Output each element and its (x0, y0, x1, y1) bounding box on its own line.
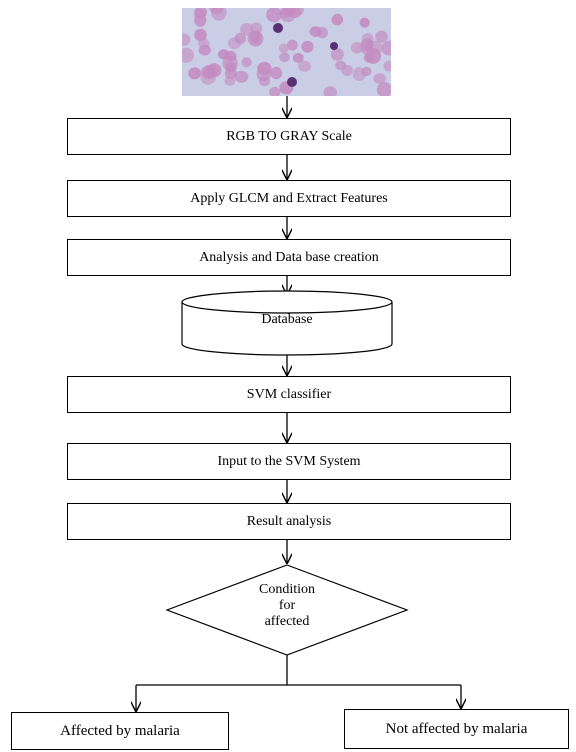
blood-cell (270, 66, 283, 80)
step-svm-classifier: SVM classifier (67, 376, 511, 413)
blood-smear-image (182, 8, 391, 96)
step-result-analysis-label: Result analysis (246, 513, 332, 529)
blood-cell (381, 40, 391, 56)
step-analysis-database-label: Analysis and Data base creation (199, 249, 379, 265)
blood-cell (288, 8, 302, 19)
blood-cell (279, 52, 290, 63)
blood-cell (292, 52, 304, 63)
blood-cell (182, 33, 191, 46)
blood-cell (266, 8, 282, 23)
outcome-not-affected-label: Not affected by malaria (385, 720, 528, 737)
step-glcm-features-label: Apply GLCM and Extract Features (190, 190, 388, 206)
parasite-cell (330, 42, 338, 50)
step-rgb-to-gray-label: RGB TO GRAY Scale (226, 128, 352, 144)
condition-label: Condition for affected (232, 582, 342, 630)
parasite-cell (287, 77, 297, 87)
blood-cell (375, 30, 388, 43)
parasite-cell (273, 23, 283, 33)
blood-cell (287, 39, 298, 51)
blood-cell (359, 17, 370, 28)
condition-line-3: affected (264, 614, 310, 629)
condition-line-1: Condition (258, 582, 315, 597)
blood-cell (309, 26, 322, 37)
step-analysis-database: Analysis and Data base creation (67, 239, 511, 276)
blood-cell (182, 47, 194, 63)
blood-cell (234, 70, 249, 83)
condition-line-2: for (278, 598, 296, 613)
step-result-analysis: Result analysis (67, 503, 511, 540)
blood-cell (363, 53, 375, 63)
blood-cell (222, 55, 238, 72)
database-label: Database (261, 312, 313, 327)
outcome-affected: Affected by malaria (11, 712, 229, 750)
blood-smear-picture (182, 8, 391, 96)
blood-cell (188, 67, 202, 80)
blood-cell (259, 76, 271, 87)
step-glcm-features: Apply GLCM and Extract Features (67, 180, 511, 217)
blood-cell (341, 64, 353, 76)
step-input-svm: Input to the SVM System (67, 443, 511, 480)
blood-cell (350, 42, 364, 54)
blood-cell (278, 43, 289, 54)
blood-cell (373, 73, 386, 84)
blood-cell (241, 57, 252, 68)
outcome-not-affected: Not affected by malaria (344, 709, 569, 749)
blood-cell (247, 30, 264, 47)
database-cylinder (181, 290, 393, 356)
blood-cell (383, 60, 391, 72)
blood-cell (298, 60, 312, 72)
blood-cell (323, 86, 337, 96)
blood-cell (367, 40, 383, 55)
blood-cell (240, 23, 254, 36)
blood-cell (194, 28, 207, 42)
blood-cell (301, 40, 314, 53)
blood-cell (352, 67, 366, 81)
blood-cell (362, 33, 374, 44)
blood-cell (269, 86, 281, 96)
blood-cell (209, 8, 224, 15)
step-svm-classifier-label: SVM classifier (246, 386, 332, 402)
blood-cell (234, 32, 246, 45)
step-input-svm-label: Input to the SVM System (217, 453, 361, 469)
blood-cell (376, 82, 391, 96)
outcome-affected-label: Affected by malaria (60, 722, 180, 739)
blood-cell (330, 48, 344, 61)
blood-cell (331, 13, 344, 26)
blood-cell (203, 64, 217, 79)
step-rgb-to-gray: RGB TO GRAY Scale (67, 118, 511, 155)
blood-cell (194, 14, 207, 27)
